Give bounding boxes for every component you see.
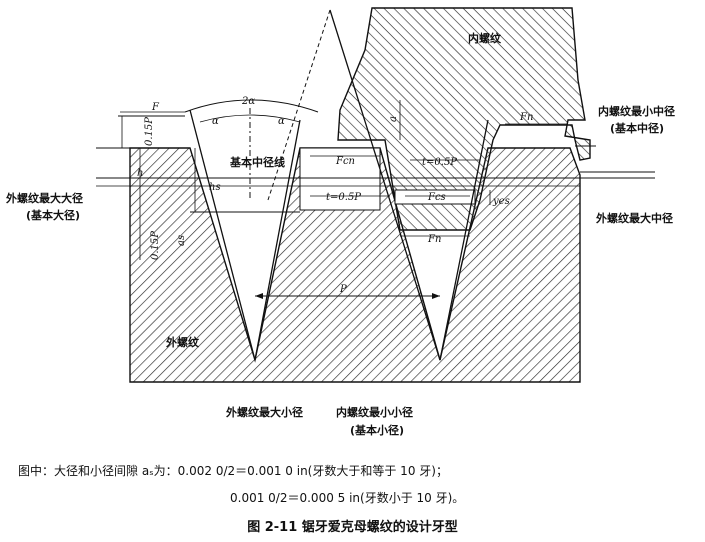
label-int-min-minor-2: (基本小径) bbox=[350, 423, 404, 437]
sym-F: F bbox=[151, 102, 160, 113]
sym-015p-top: 0.15P bbox=[144, 117, 155, 146]
sym-Fn-top: Fn bbox=[519, 112, 533, 123]
note-line-2: 0.001 0/2＝0.000 5 in(牙数小于 10 牙)。 bbox=[230, 491, 465, 505]
label-internal-thread: 内螺纹 bbox=[468, 31, 502, 45]
note-line-1: 图中：大径和小径间隙 aₛ为：0.002 0/2＝0.001 0 in(牙数大于… bbox=[18, 464, 448, 478]
label-int-min-pd: 内螺纹最小中径 bbox=[598, 104, 675, 118]
crest-band bbox=[299, 147, 381, 211]
flank-left-v bbox=[189, 109, 301, 361]
sym-hs: hs bbox=[209, 182, 221, 193]
sym-2alpha: 2α bbox=[241, 96, 255, 107]
pitch-arrow-right bbox=[432, 293, 440, 299]
pitch-arrow-left bbox=[255, 293, 263, 299]
label-ext-max-minor: 外螺纹最大小径 bbox=[225, 405, 303, 419]
sym-Fcn: Fcn bbox=[335, 156, 355, 167]
sym-t-right: t=0.5P bbox=[422, 157, 457, 168]
sym-015p-bottom: 0.15P bbox=[150, 231, 161, 260]
label-int-max-pd: 外螺纹最大中径 bbox=[595, 211, 673, 225]
sym-alpha-left: α bbox=[212, 116, 219, 127]
sym-Fn-bottom: Fn bbox=[427, 234, 441, 245]
angle-arc bbox=[184, 99, 319, 113]
external-thread-body bbox=[129, 147, 581, 383]
sym-h: h bbox=[137, 168, 143, 179]
sym-yes: yes bbox=[492, 196, 510, 207]
label-external-thread: 外螺纹 bbox=[165, 335, 200, 349]
sym-as: as bbox=[176, 235, 187, 246]
figure-caption: 图 2-11 锯牙爱克母螺纹的设计牙型 bbox=[247, 520, 458, 535]
internal-thread-body bbox=[337, 7, 591, 231]
label-ext-max-major: 外螺纹最大大径 bbox=[5, 191, 83, 205]
label-int-min-minor: 内螺纹最小小径 bbox=[336, 405, 413, 419]
root-band bbox=[394, 189, 476, 205]
sym-alpha-right: α bbox=[278, 116, 285, 127]
thread-profile-diagram: 内螺纹 外螺纹 基本中径线 外螺纹最大大径 (基本大径) 内螺纹最小中径 (基本… bbox=[5, 7, 675, 437]
flank-right-v bbox=[329, 9, 489, 361]
label-int-min-pd-2: (基本中径) bbox=[610, 121, 664, 135]
label-basic-pitch-line: 基本中径线 bbox=[229, 155, 285, 169]
sym-t-center: t=0.5P bbox=[326, 192, 361, 203]
label-ext-max-major-2: (基本大径) bbox=[26, 208, 80, 222]
angle-arc-inner bbox=[199, 114, 301, 123]
sym-Fcs: Fcs bbox=[427, 192, 446, 203]
sym-P: P bbox=[339, 284, 347, 295]
flank-dashed bbox=[267, 9, 331, 201]
sym-a: a bbox=[388, 116, 399, 122]
